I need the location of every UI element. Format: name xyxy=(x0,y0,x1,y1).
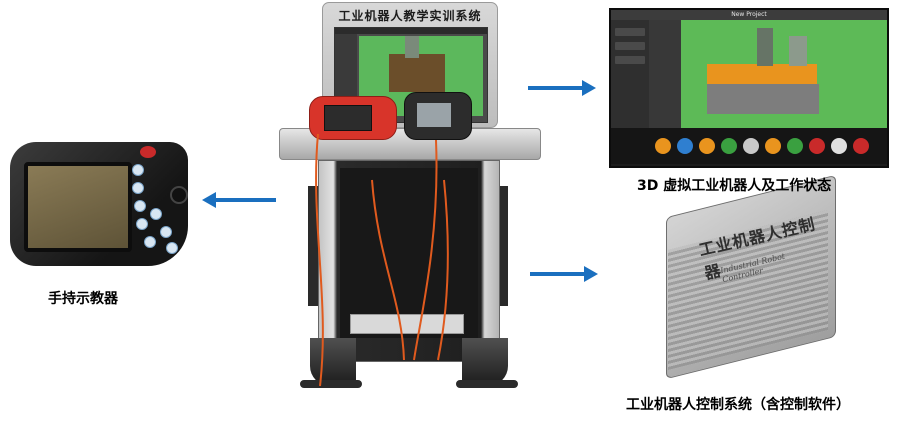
pendant-button xyxy=(160,226,172,238)
sim-toolbar-button xyxy=(787,138,803,154)
sim-toolbar-button xyxy=(721,138,737,154)
pendant-button xyxy=(144,236,156,248)
sim-toolbar-button xyxy=(765,138,781,154)
cabinet-foot-left xyxy=(300,380,362,388)
cabinet-plate xyxy=(350,314,464,334)
cable-2 xyxy=(371,179,405,361)
pendant-button xyxy=(132,164,144,176)
sim-workstation-table xyxy=(707,84,819,114)
arrow-right-icon xyxy=(528,80,596,96)
sim-toolbar-button xyxy=(677,138,693,154)
handheld-pendant-screen xyxy=(24,162,132,252)
pendant-button xyxy=(136,218,148,230)
handheld-teach-pendant xyxy=(10,142,188,266)
pendant-button xyxy=(150,208,162,220)
sim-left-item xyxy=(615,42,645,50)
sim-software-screenshot: New Project xyxy=(609,8,889,168)
teach-pendant-dark-screen xyxy=(417,103,451,127)
sim-left-item xyxy=(615,28,645,36)
sim-workstation-top xyxy=(707,64,817,84)
sim-bottom-toolbar xyxy=(611,128,887,164)
arrow-left-icon xyxy=(202,192,276,208)
joystick-icon xyxy=(170,186,188,204)
cable-4 xyxy=(437,179,449,361)
monitor-title: 工业机器人教学实训系统 xyxy=(338,9,482,23)
emergency-stop-icon xyxy=(140,146,156,158)
cabinet-leg-right xyxy=(462,338,508,386)
sim-topbar xyxy=(611,10,887,20)
caption-3d-virtual-robot: 3D 虚拟工业机器人及工作状态 xyxy=(637,178,832,194)
pendant-button xyxy=(132,182,144,194)
sim-toolbar-button xyxy=(831,138,847,154)
teach-pendant-red xyxy=(309,96,397,140)
sim-window-title: New Project xyxy=(731,11,767,18)
monitor-screen-topbar xyxy=(335,28,487,34)
cable-3 xyxy=(413,139,438,361)
cabinet-panel xyxy=(340,168,478,338)
sim-property-panel xyxy=(649,20,681,128)
cabinet-leg-left xyxy=(310,338,356,386)
monitor-screen-machine xyxy=(389,54,445,92)
caption-control-system: 工业机器人控制系统（含控制软件） xyxy=(626,397,850,413)
sim-toolbar-button xyxy=(809,138,825,154)
sim-toolbar-button xyxy=(699,138,715,154)
sim-left-item xyxy=(615,56,645,64)
monitor: 工业机器人教学实训系统 xyxy=(322,2,498,128)
sim-robot-tower xyxy=(757,28,773,66)
cable-1 xyxy=(315,133,324,387)
arrow-right-icon xyxy=(530,266,598,282)
sim-left-panel xyxy=(611,20,649,128)
pendant-button xyxy=(134,200,146,212)
sim-toolbar-button xyxy=(655,138,671,154)
sim-robot-tower xyxy=(789,36,807,66)
teach-pendant-red-screen xyxy=(324,105,372,131)
sim-toolbar-button xyxy=(743,138,759,154)
caption-handheld-pendant: 手持示教器 xyxy=(48,291,118,307)
monitor-screen-tower xyxy=(405,36,419,58)
sim-toolbar-button xyxy=(853,138,869,154)
cabinet-foot-right xyxy=(456,380,518,388)
teach-pendant-dark xyxy=(404,92,472,140)
pendant-button xyxy=(166,242,178,254)
